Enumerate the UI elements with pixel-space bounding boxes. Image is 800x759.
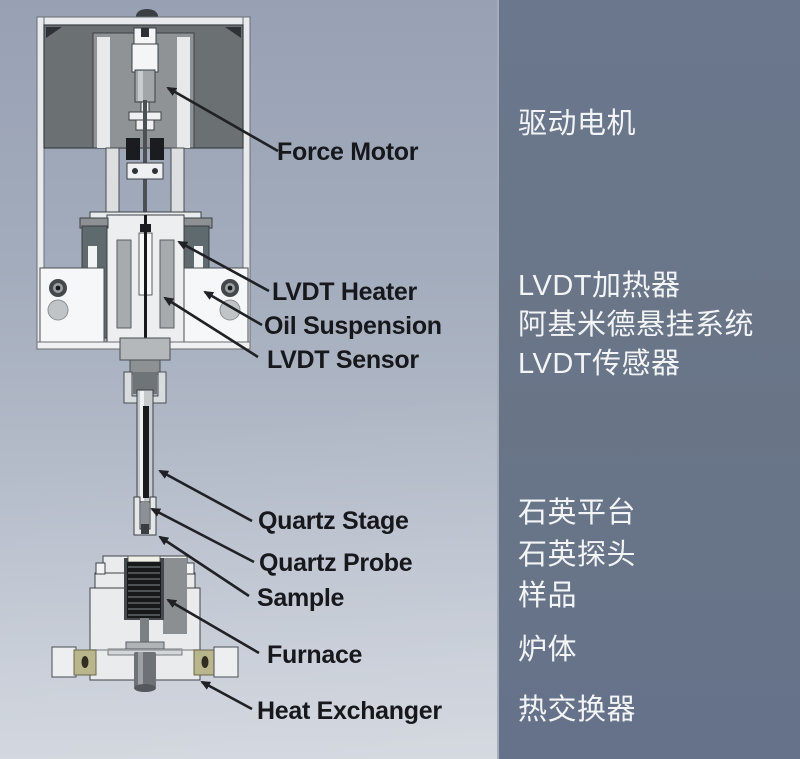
arrow-quartz-stage xyxy=(158,469,253,523)
label-furnace: Furnace xyxy=(267,641,363,669)
arrow-force-motor xyxy=(166,86,279,153)
label-oil-suspension: Oil Suspension xyxy=(264,312,442,340)
arrow-oil-suspension xyxy=(203,290,263,327)
arrow-lvdt-sensor xyxy=(163,296,259,359)
label-heat-exchanger: Heat Exchanger xyxy=(257,697,442,725)
label-sample: Sample xyxy=(257,584,345,612)
arrow-quartz-probe xyxy=(150,507,255,564)
label-quartz-stage: Quartz Stage xyxy=(258,507,409,535)
diagram-panel: Force Motor LVDT Heater Oil Suspension L… xyxy=(0,0,497,759)
label-zh-lvdt-sensor: LVDT传感器 xyxy=(518,348,681,380)
arrow-heat-exchanger xyxy=(200,680,253,711)
label-zh-force-motor: 驱动电机 xyxy=(518,108,637,140)
label-zh-furnace: 炉体 xyxy=(518,634,578,666)
arrow-sample xyxy=(158,535,250,598)
arrow-furnace xyxy=(166,598,260,655)
quartz-tube-assembly xyxy=(133,389,157,536)
side-brackets xyxy=(36,267,251,350)
translation-panel: 驱动电机 LVDT加热器 阿基米德悬挂系统 LVDT传感器 石英平台 石英探头 … xyxy=(497,0,800,759)
label-zh-quartz-probe: 石英探头 xyxy=(518,539,637,571)
annotation-arrows xyxy=(150,86,279,711)
label-zh-oil-suspension: 阿基米德悬挂系统 xyxy=(518,309,755,341)
label-quartz-probe: Quartz Probe xyxy=(259,549,413,577)
arrow-lvdt-heater xyxy=(177,240,270,293)
furnace-assembly xyxy=(51,555,239,692)
label-zh-lvdt-heater: LVDT加热器 xyxy=(518,270,681,302)
label-force-motor: Force Motor xyxy=(277,138,419,166)
neck-coupling xyxy=(119,337,171,406)
label-lvdt-heater: LVDT Heater xyxy=(272,278,417,306)
label-zh-heat-exchanger: 热交换器 xyxy=(518,694,637,726)
label-lvdt-sensor: LVDT Sensor xyxy=(267,346,419,374)
instrument-cross-section xyxy=(36,9,279,711)
label-zh-quartz-stage: 石英平台 xyxy=(518,497,637,529)
label-zh-sample: 样品 xyxy=(518,580,578,612)
